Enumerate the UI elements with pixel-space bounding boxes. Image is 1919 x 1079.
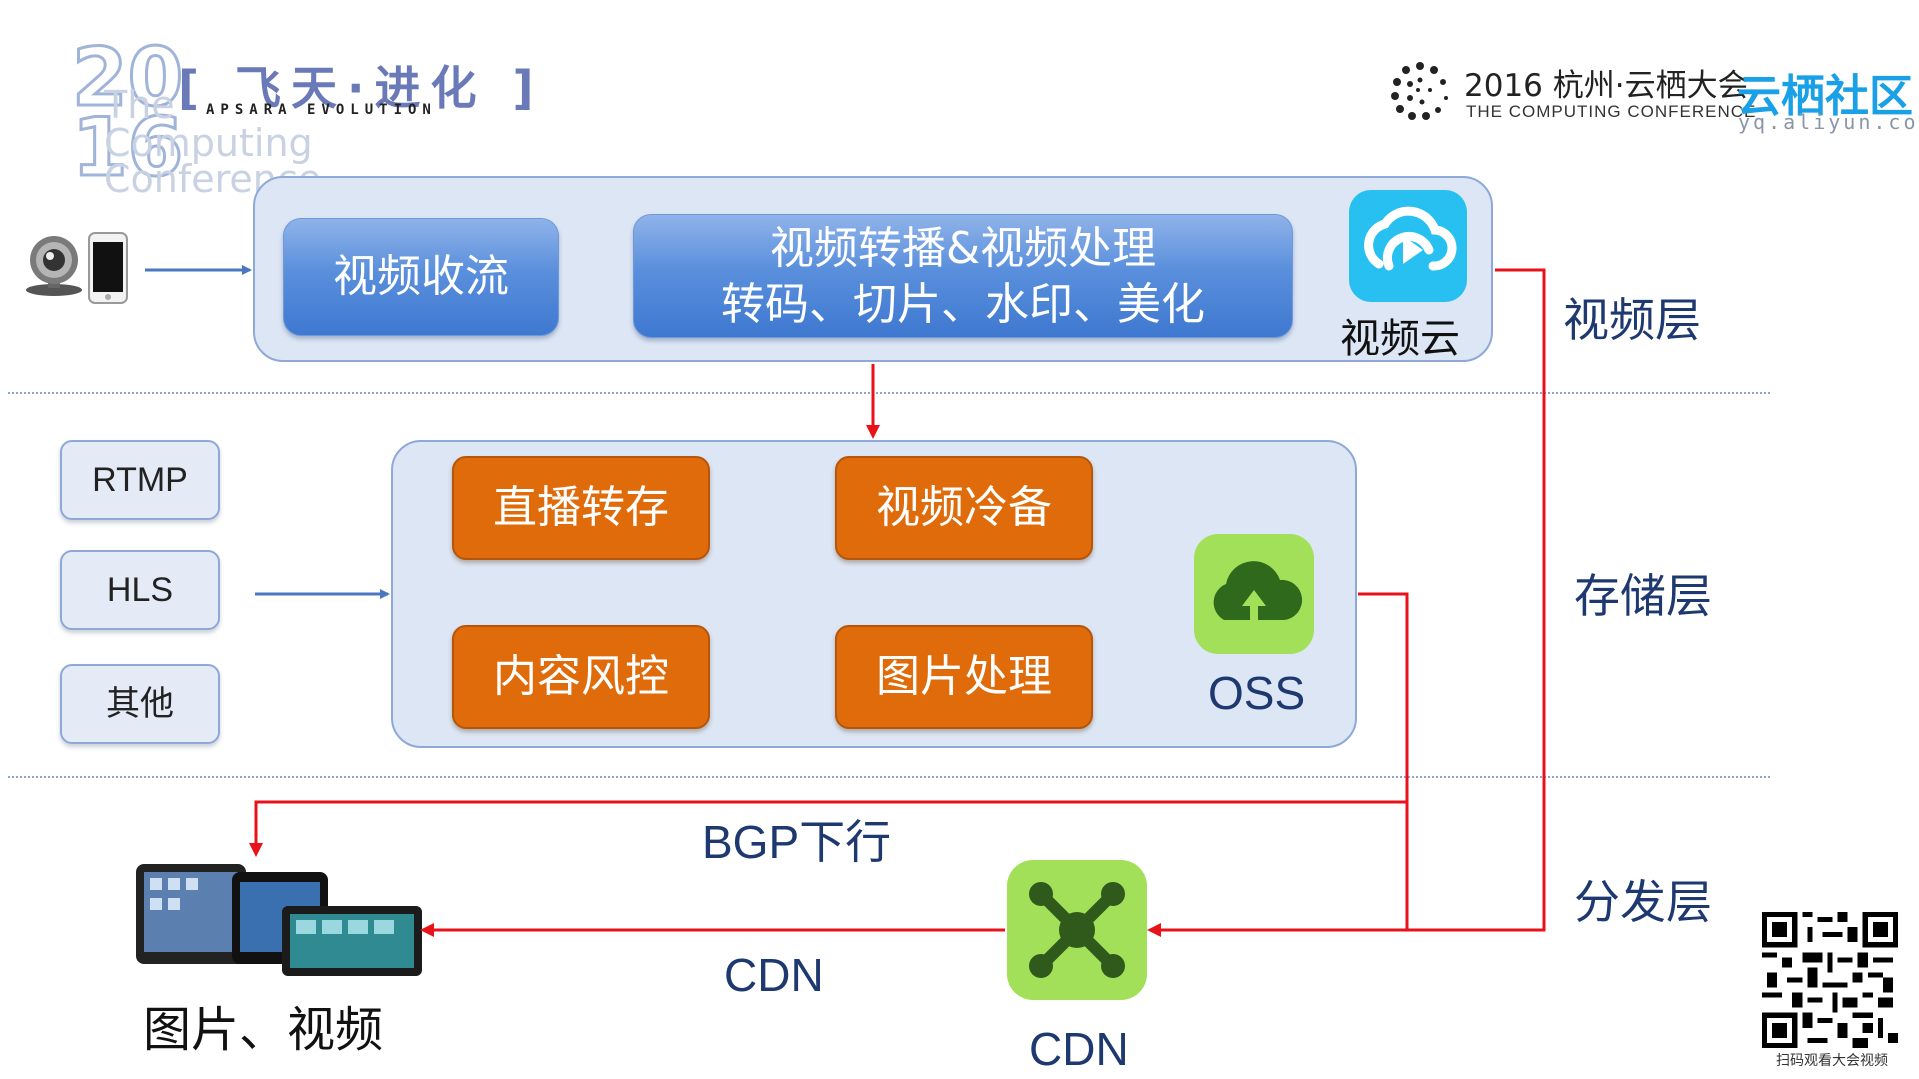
tablets-icon: [136, 864, 422, 976]
bgp-downlink-label: BGP下行: [702, 816, 892, 868]
year-top: 20: [70, 31, 184, 124]
video-cold-backup-box: 视频冷备: [835, 456, 1093, 560]
video-cloud-icon: [1349, 190, 1467, 302]
conference-logo-icon: [1391, 62, 1448, 120]
cdn-icon: [1007, 860, 1147, 1000]
distribution-layer-label: 分发层: [1574, 875, 1712, 929]
output-label: 图片、视频: [143, 1002, 384, 1058]
cdn-arrow-label: CDN: [724, 949, 824, 1001]
video-process-box: 视频转播&视频处理 转码、切片、水印、美化: [633, 214, 1293, 338]
oss-icon: [1194, 534, 1314, 654]
oss-to-cdn-line: [1405, 802, 1544, 932]
webcam-icon: [26, 236, 82, 296]
layer-divider-1: [8, 392, 1770, 394]
live-archive-box: 直播转存: [452, 456, 710, 560]
storage-layer-label: 存储层: [1574, 569, 1712, 623]
community-url: yq.aliyun.com: [1738, 110, 1919, 134]
video-to-cdn-arrow: [1147, 268, 1546, 937]
qr-caption: 扫码观看大会视频: [1776, 1053, 1888, 1069]
image-processing-box: 图片处理: [835, 625, 1093, 729]
logo-word-1: The: [104, 83, 175, 127]
phone-icon: [88, 232, 128, 304]
video-ingest-label: 视频收流: [333, 251, 509, 302]
layer-divider-2: [8, 776, 1770, 778]
oss-label: OSS: [1208, 667, 1306, 719]
apsara-title: [ 飞天·进化 ]: [178, 61, 544, 115]
logo-word-2: Computing: [104, 121, 313, 165]
year-bottom: 16: [70, 101, 184, 194]
conference-title: 2016 杭州·云栖大会: [1464, 68, 1749, 104]
video-process-subtitle: 转码、切片、水印、美化: [721, 279, 1205, 330]
apsara-subtitle: APSARA EVOLUTION: [206, 102, 437, 118]
cdn-icon-label: CDN: [1029, 1023, 1129, 1075]
apsara-year-logo: 20 16 The Computing Conference: [70, 36, 321, 200]
video-cloud-label: 视频云: [1340, 316, 1460, 362]
protocol-hls: HLS: [60, 550, 220, 630]
protocol-other: 其他: [60, 664, 220, 744]
video-ingest-box: 视频收流: [283, 218, 559, 336]
qr-code-icon: [1762, 912, 1898, 1048]
community-title: 云栖社区: [1737, 71, 1913, 122]
conference-subtitle: THE COMPUTING CONFERENCE: [1466, 102, 1757, 121]
bgp-downlink-arrow: [249, 592, 1409, 857]
content-risk-control-box: 内容风控: [452, 625, 710, 729]
video-layer-label: 视频层: [1563, 293, 1701, 347]
protocol-rtmp: RTMP: [60, 440, 220, 520]
video-process-title: 视频转播&视频处理: [769, 223, 1157, 274]
